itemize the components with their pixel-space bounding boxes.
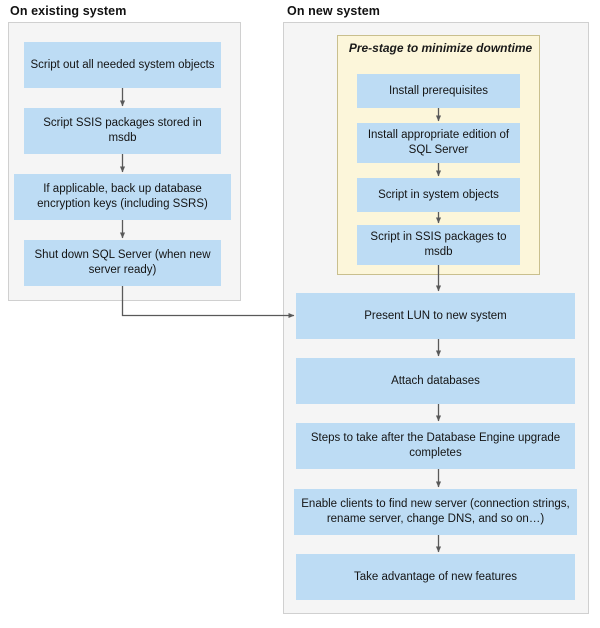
node-attach-databases[interactable]: Attach databases (296, 358, 575, 404)
node-label: Script SSIS packages stored in msdb (43, 117, 202, 144)
node-label: If applicable, back up database encrypti… (37, 183, 208, 210)
node-enable-clients-find-server[interactable]: Enable clients to find new server (conne… (294, 489, 577, 535)
node-label: Take advantage of new features (353, 570, 518, 583)
node-label: Enable clients to find new server (conne… (301, 498, 570, 525)
column-header-existing-system: On existing system (10, 4, 127, 18)
node-present-lun[interactable]: Present LUN to new system (296, 293, 575, 339)
node-script-in-system-objects[interactable]: Script in system objects (357, 178, 520, 212)
node-label: Shut down SQL Server (when new server re… (34, 249, 211, 276)
node-label: Script out all needed system objects (30, 58, 215, 71)
node-shut-down-sql-server[interactable]: Shut down SQL Server (when new server re… (24, 240, 221, 286)
node-label: Install appropriate edition of SQL Serve… (367, 129, 510, 156)
node-install-sql-server-edition[interactable]: Install appropriate edition of SQL Serve… (357, 123, 520, 163)
node-label: Install prerequisites (388, 84, 489, 97)
node-script-in-ssis-packages[interactable]: Script in SSIS packages to msdb (357, 225, 520, 265)
node-script-ssis-packages[interactable]: Script SSIS packages stored in msdb (24, 108, 221, 154)
node-label: Steps to take after the Database Engine … (310, 432, 561, 459)
node-backup-encryption-keys[interactable]: If applicable, back up database encrypti… (14, 174, 231, 220)
node-take-advantage-new-features[interactable]: Take advantage of new features (296, 554, 575, 600)
node-label: Present LUN to new system (364, 309, 507, 322)
node-post-upgrade-steps[interactable]: Steps to take after the Database Engine … (296, 423, 575, 469)
node-label: Script in SSIS packages to msdb (370, 231, 507, 258)
node-install-prerequisites[interactable]: Install prerequisites (357, 74, 520, 108)
node-label: Attach databases (391, 374, 480, 387)
column-header-new-system: On new system (287, 4, 380, 18)
node-label: Script in system objects (378, 188, 499, 201)
group-pre-stage-title: Pre-stage to minimize downtime (348, 41, 533, 55)
node-script-out-system-objects[interactable]: Script out all needed system objects (24, 42, 221, 88)
